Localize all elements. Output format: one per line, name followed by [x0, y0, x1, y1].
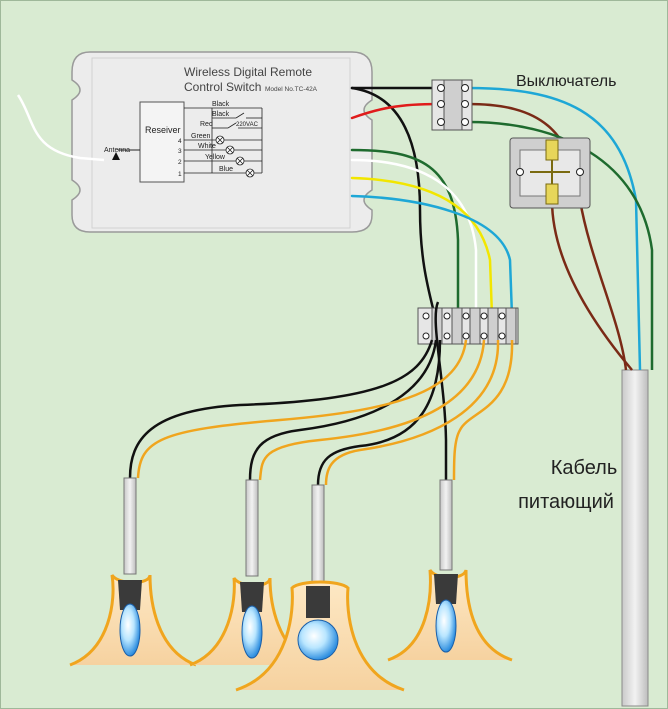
channel-2: 2 [178, 159, 182, 166]
antenna-icon [112, 152, 120, 160]
lamp-3 [235, 484, 405, 692]
wire-label-green: Green [191, 133, 211, 140]
receiver-label: Reseiver [145, 125, 181, 135]
controller-model: Model No.TC-42A [265, 86, 318, 93]
voltage-label: 220VAC [236, 122, 259, 128]
wire-label-red: Red [200, 121, 213, 128]
channel-3: 3 [178, 148, 182, 155]
terminal-block-lamps [417, 307, 519, 345]
antenna-label: Antenna [104, 147, 130, 154]
channel-1: 1 [178, 171, 182, 178]
wire-label-black-2: Black [212, 111, 230, 118]
antenna-external-wire [16, 94, 105, 162]
controller-title-line2: Control Switch [184, 80, 261, 94]
controller-box: Wireless Digital Remote Control Switch M… [71, 51, 373, 233]
lamp-1 [69, 477, 197, 667]
cable-label-line2: питающий [518, 491, 614, 513]
lamp-symbols [215, 135, 255, 178]
channel-4: 4 [178, 138, 182, 145]
wire-label-white: White [198, 143, 216, 150]
wire-label-black-1: Black [212, 101, 230, 108]
controller-title-line1: Wireless Digital Remote [184, 65, 312, 79]
lamp-4 [387, 479, 513, 662]
cable-label-line1: Кабель [551, 457, 618, 479]
switch-label: Выключатель [516, 73, 616, 90]
wall-switch [509, 137, 591, 209]
lamp-wires [128, 301, 514, 486]
power-cable [621, 369, 649, 707]
terminal-block-top [431, 79, 473, 131]
wire-label-yellow: Yellow [205, 154, 226, 161]
wire-label-blue: Blue [219, 166, 233, 173]
receiver-block [139, 101, 185, 183]
controller-wires [350, 86, 514, 332]
